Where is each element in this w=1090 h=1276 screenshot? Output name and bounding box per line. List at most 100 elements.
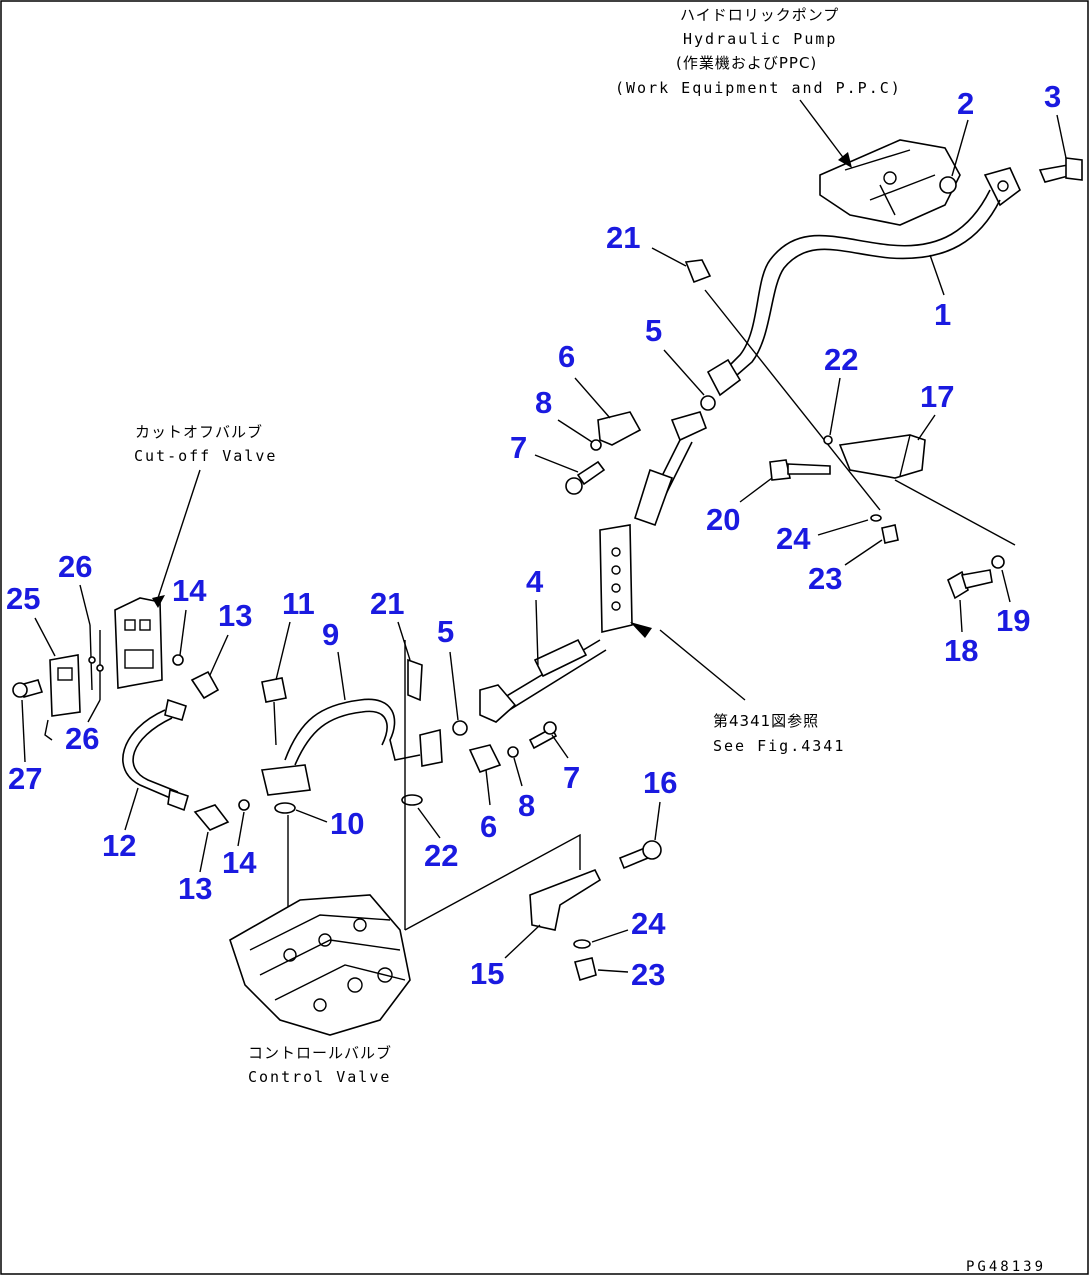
pump-label-jp: ハイドロリックポンプ [680, 6, 839, 24]
leader-bracket-17 [894, 479, 1016, 546]
callout-18: 18 [944, 633, 978, 668]
cap-22-upper [823, 435, 833, 445]
washer-8-lower [507, 746, 519, 758]
leader-13-upper [209, 634, 229, 676]
elbow-13-upper [190, 670, 220, 700]
pipe-9 [284, 698, 421, 761]
washer-24-lower [573, 939, 591, 949]
o-ring-14-lower [238, 799, 250, 811]
pin-26-a [88, 656, 96, 664]
leader-14-upper [179, 609, 187, 656]
callout-11: 11 [282, 586, 315, 621]
leader-9 [337, 651, 346, 701]
split-flange-6-upper [597, 411, 642, 446]
pipe-9-inner [294, 710, 388, 766]
callout-9: 9 [322, 617, 339, 652]
leader-25 [34, 617, 56, 657]
leader-18 [959, 599, 963, 633]
callout-24-upper: 24 [776, 521, 811, 556]
callout-3: 3 [1044, 79, 1061, 114]
solenoid-25 [49, 654, 81, 717]
callout-22-upper: 22 [824, 342, 858, 377]
split-flange-6-lower [468, 744, 502, 773]
pin-26-b [96, 664, 104, 672]
callout-19: 19 [996, 603, 1030, 638]
clamp-21-lower [407, 658, 423, 702]
cutoff-label-en: Cut-off Valve [134, 447, 277, 465]
callout-15: 15 [470, 956, 504, 991]
callout-2: 2 [957, 86, 974, 121]
leader-8-upper [557, 419, 593, 443]
callout-10: 10 [330, 806, 364, 841]
pipe-1 [724, 189, 991, 371]
leader-cut-off-valve [157, 469, 201, 599]
elbow-13-lower [193, 804, 230, 831]
pump-sub-label-jp: (作業機およびPPC) [676, 54, 817, 72]
leader-4 [535, 599, 539, 666]
hose-4-upper-flange [670, 411, 708, 442]
bracket-15 [529, 868, 602, 931]
wire-27 [44, 719, 53, 741]
callout-6-upper: 6 [558, 339, 575, 374]
leader-20 [739, 477, 773, 503]
arrow-pump [838, 152, 852, 168]
cut-off-valve [114, 597, 163, 689]
bolt-7-upper [565, 460, 606, 495]
o-ring-5-lower [452, 720, 468, 736]
callout-21-lower: 21 [370, 586, 404, 621]
leader-15 [504, 924, 541, 959]
leader-7-lower [551, 734, 569, 759]
callout-20: 20 [706, 502, 740, 537]
pump-label-en: Hydraulic Pump [683, 30, 837, 48]
callout-5-upper: 5 [645, 313, 662, 348]
hose-12-fitting-bottom [167, 788, 189, 812]
o-ring-10 [274, 802, 296, 814]
washer-24-upper [870, 514, 882, 522]
leader-3 [1056, 114, 1067, 159]
control-valve-label-en: Control Valve [248, 1068, 391, 1086]
leader-2 [951, 119, 969, 177]
pipe-9-end-flange [419, 728, 443, 767]
callout-6-lower: 6 [480, 809, 497, 844]
callout-13-lower: 13 [178, 871, 212, 906]
callout-24-lower: 24 [631, 906, 666, 941]
bolt-20 [769, 459, 831, 481]
hose-4-sleeve [634, 468, 674, 527]
leader-23-upper [844, 539, 883, 566]
hose-clamp-block [599, 524, 633, 634]
arrow-cut-off-valve [152, 595, 165, 608]
pipe-9-flange [261, 764, 311, 796]
control-valve [229, 894, 411, 1036]
leader-1 [929, 254, 945, 296]
callout-13-upper: 13 [218, 598, 252, 633]
hose-12-inner [132, 717, 179, 793]
callout-5-lower: 5 [437, 614, 454, 649]
leader-16 [654, 801, 661, 841]
o-ring-5-upper [700, 395, 716, 411]
leader-26-lower [87, 699, 101, 723]
callout-4: 4 [526, 564, 544, 599]
leader-7-upper [534, 454, 579, 473]
leader-6-upper [574, 377, 611, 419]
callout-22-lower: 22 [424, 838, 458, 873]
hose-4-lower-flange [479, 684, 517, 723]
hydraulic-pump [819, 139, 1021, 226]
bolt-18 [947, 569, 993, 600]
callout-23-lower: 23 [631, 957, 665, 992]
callout-8-upper: 8 [535, 385, 552, 420]
callout-14-upper: 14 [172, 573, 207, 608]
hose-4-lower-sleeve [533, 638, 588, 678]
cap-22-lower [401, 794, 423, 806]
callout-12: 12 [102, 828, 136, 863]
bolt-7-lower [528, 721, 558, 750]
leader-23-lower [597, 969, 629, 973]
pipe-1-flange [706, 358, 742, 397]
leader-22-upper [829, 377, 841, 436]
clamp-21-upper [684, 259, 712, 284]
leader-24-upper [817, 519, 869, 536]
callout-21-upper: 21 [606, 220, 640, 255]
leader-pump [799, 99, 846, 161]
see-fig-label-jp: 第4341図参照 [713, 712, 819, 730]
